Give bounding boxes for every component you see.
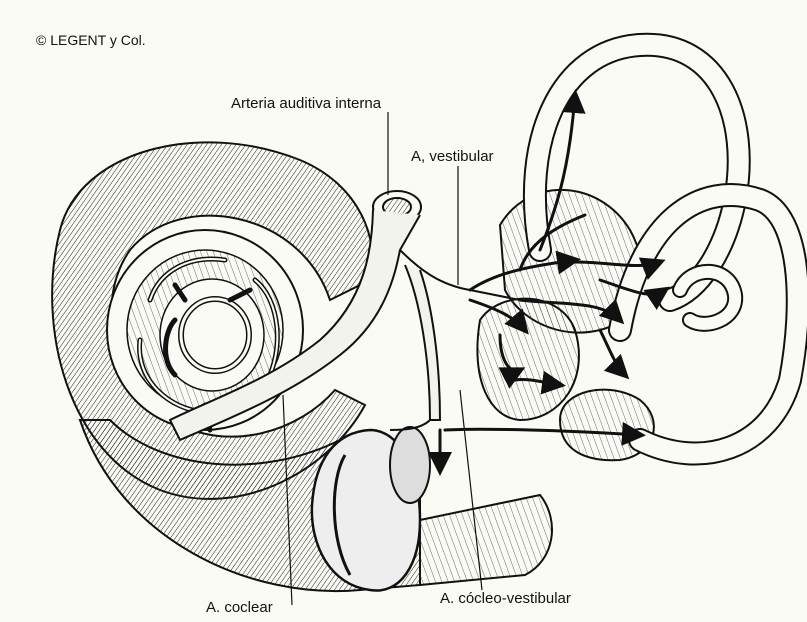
label-a-coclear: A. coclear [206, 600, 273, 615]
copyright-notice: © LEGENT y Col. [36, 33, 146, 47]
label-a-vestibular: A, vestibular [411, 149, 494, 164]
label-a-cocleo-vestibular: A. cócleo-vestibular [440, 591, 571, 606]
label-arteria-auditiva-interna: Arteria auditiva interna [231, 96, 381, 111]
